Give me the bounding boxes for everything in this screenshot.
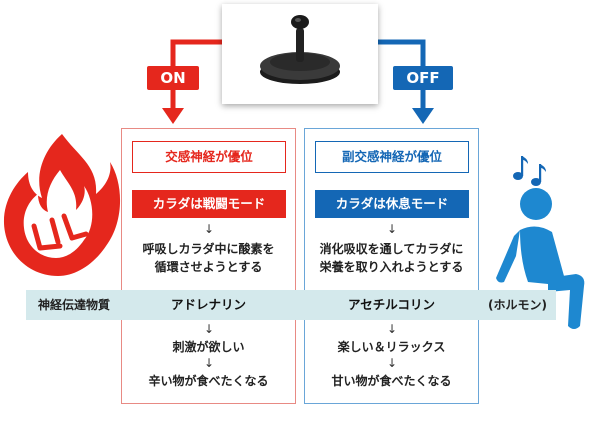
sympathetic-mode-bar: カラダは戦闘モード — [132, 190, 286, 218]
parasympathetic-column — [304, 128, 479, 404]
off-label: OFF — [393, 66, 453, 90]
parasympathetic-result-line2: 甘い物が食べたくなる — [331, 374, 452, 388]
band-left-label: 神経伝達物質 — [38, 298, 111, 312]
band-right-label: (ホルモン) — [488, 298, 547, 312]
down-arrow: ↓ — [386, 322, 398, 336]
sympathetic-column — [121, 128, 296, 404]
joystick-card — [222, 4, 378, 104]
parasympathetic-description-line1: 消化吸収を通してカラダに — [319, 242, 464, 256]
sympathetic-description-line2: 循環させようとする — [154, 260, 263, 274]
neurotransmitter-band — [26, 290, 556, 320]
parasympathetic-description-line2: 栄養を取り入れようとする — [319, 260, 464, 274]
on-arrow-head — [162, 108, 184, 124]
joystick-icon — [260, 15, 340, 84]
down-arrow: ↓ — [203, 356, 215, 370]
down-arrow: ↓ — [386, 222, 398, 236]
music-notes-icon — [513, 156, 546, 186]
parasympathetic-mode-bar: カラダは休息モード — [315, 190, 469, 218]
flame-fist-icon — [3, 134, 121, 276]
down-arrow: ↓ — [203, 222, 215, 236]
sympathetic-result-line2: 辛い物が食べたくなる — [148, 374, 269, 388]
sympathetic-result-line1: 刺激が欲しい — [172, 340, 245, 354]
down-arrow: ↓ — [203, 322, 215, 336]
off-arrow-head — [412, 108, 434, 124]
relaxing-person-icon — [496, 188, 585, 329]
on-label: ON — [147, 66, 199, 90]
sympathetic-description-line1: 呼吸しカラダ中に酸素を — [142, 242, 275, 256]
down-arrow: ↓ — [386, 356, 398, 370]
sympathetic-heading: 交感神経が優位 — [132, 141, 286, 173]
parasympathetic-result-line1: 楽しい＆リラックス — [337, 340, 446, 354]
parasympathetic-heading: 副交感神経が優位 — [315, 141, 469, 173]
parasympathetic-neurotransmitter: アセチルコリン — [347, 297, 435, 312]
sympathetic-neurotransmitter: アドレナリン — [170, 297, 246, 312]
